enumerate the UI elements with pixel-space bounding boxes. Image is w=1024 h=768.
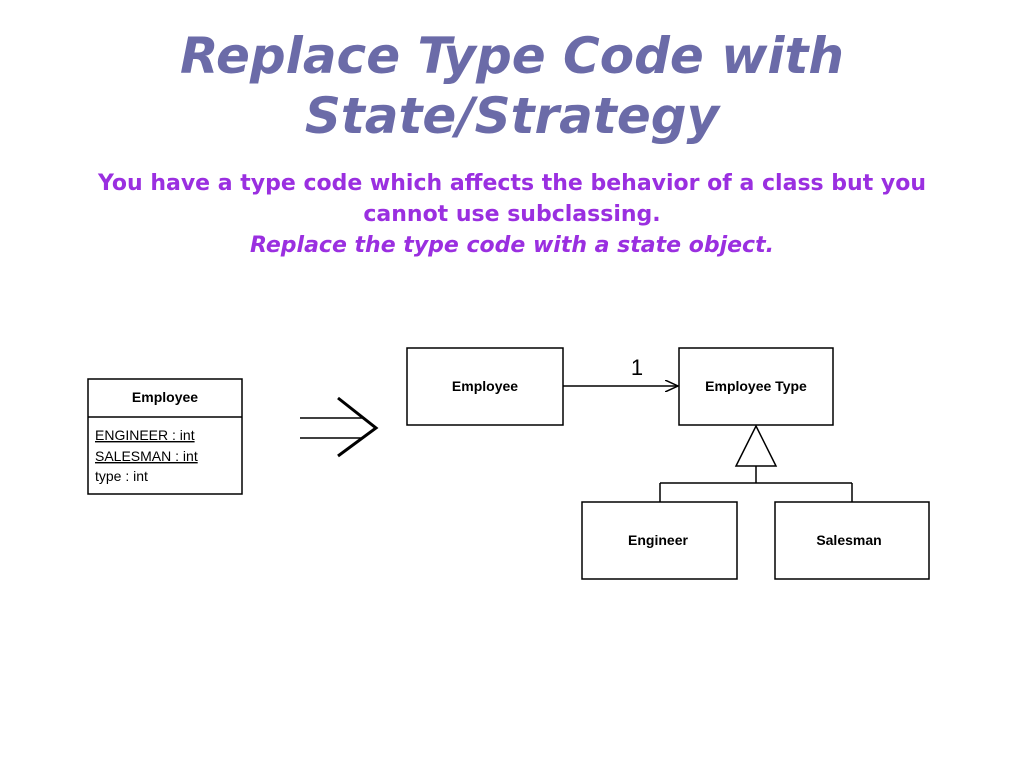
association-multiplicity: 1 [631, 355, 643, 380]
subtitle-line-3: Replace the type code with a state objec… [250, 233, 774, 258]
before-class-name: Employee [132, 389, 198, 405]
generalization-icon [659, 424, 853, 502]
before-class-frame [87, 378, 243, 495]
employee-type-name: Employee Type [705, 378, 807, 394]
salesman-frame [774, 501, 930, 580]
title-line-2: State/Strategy [304, 87, 720, 145]
subtitle-line-2: cannot use subclassing. [363, 202, 661, 227]
after-employee-name: Employee [452, 378, 518, 394]
engineer-name: Engineer [628, 532, 688, 548]
engineer-frame [581, 501, 738, 580]
after-employee-frame [406, 347, 564, 426]
before-attr-type: type : int [95, 468, 148, 484]
employee-type-class: Employee Type [678, 347, 834, 426]
title-line-1: Replace Type Code with [179, 27, 845, 85]
salesman-class: Salesman [774, 501, 930, 580]
salesman-name: Salesman [816, 532, 881, 548]
slide-subtitle: You have a type code which affects the b… [12, 168, 1012, 261]
after-employee-class: Employee [406, 347, 564, 426]
transform-arrow-icon [300, 396, 379, 458]
slide-title: Replace Type Code with State/Strategy [0, 26, 1024, 146]
before-attr-salesman: SALESMAN : int [95, 448, 198, 464]
before-employee-class: Employee ENGINEER : int SALESMAN : int t… [87, 378, 243, 495]
before-attr-engineer: ENGINEER : int [95, 427, 195, 443]
subtitle-line-1: You have a type code which affects the b… [97, 171, 926, 196]
employee-type-frame [678, 347, 834, 426]
engineer-class: Engineer [581, 501, 738, 580]
